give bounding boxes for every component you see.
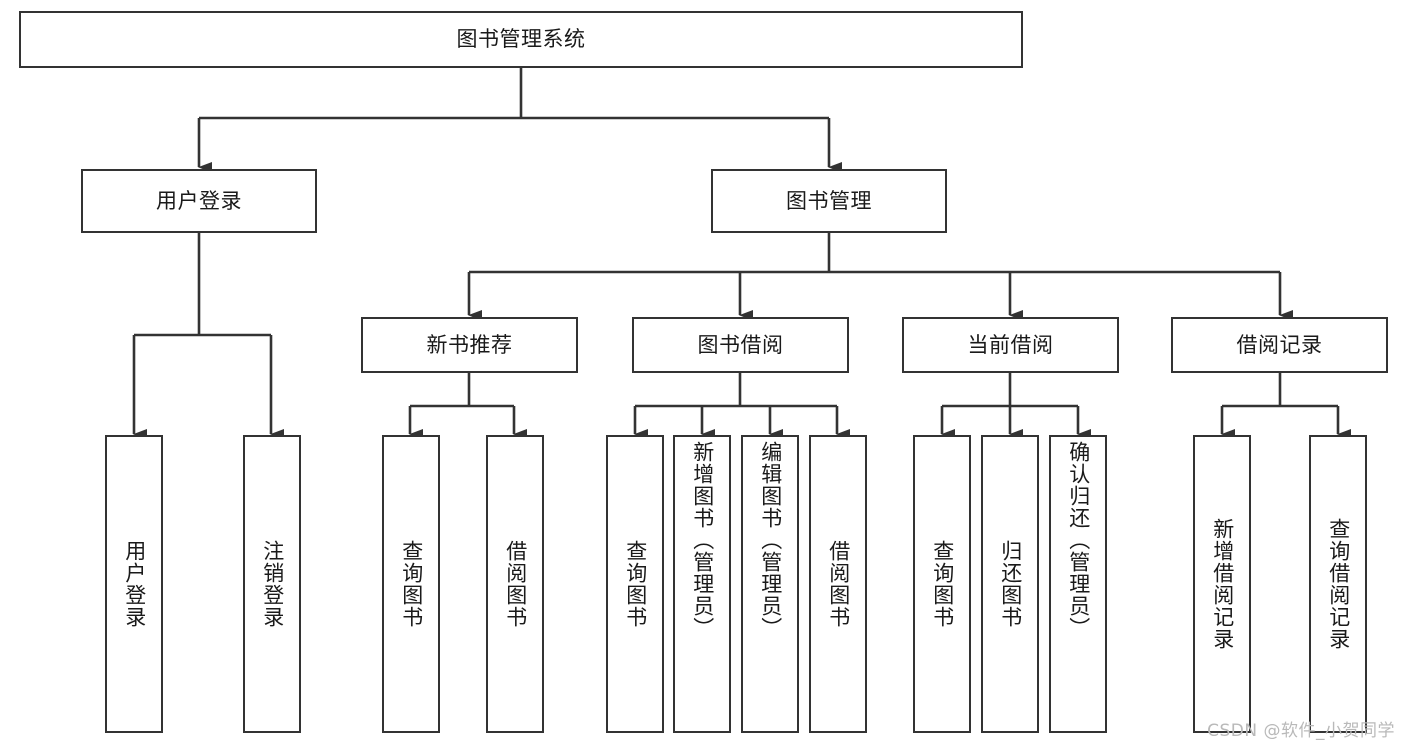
leaf-current-borrow-confirm[interactable]: 确认归还（管理员） [1049, 435, 1107, 733]
node-book-borrow[interactable]: 图书借阅 [632, 317, 849, 373]
leaf-borrow-record-query[interactable]: 查询借阅记录 [1309, 435, 1367, 733]
node-label: 归还图书 [998, 540, 1023, 628]
node-label: 借阅记录 [1236, 332, 1323, 357]
leaf-book-borrow-add[interactable]: 新增图书（管理员） [673, 435, 731, 733]
node-label: 当前借阅 [967, 332, 1054, 357]
node-label: 新书推荐 [426, 332, 513, 357]
node-user-login[interactable]: 用户登录 [81, 169, 317, 233]
leaf-new-book-borrow[interactable]: 借阅图书 [486, 435, 544, 733]
node-label: 注销登录 [260, 540, 285, 628]
node-label: 查询图书 [399, 540, 424, 628]
node-label: 查询图书 [623, 540, 648, 628]
leaf-book-borrow-edit[interactable]: 编辑图书（管理员） [741, 435, 799, 733]
node-label: 查询图书 [930, 540, 955, 628]
leaf-current-borrow-query[interactable]: 查询图书 [913, 435, 971, 733]
node-label: 用户登录 [122, 540, 147, 628]
leaf-new-book-query[interactable]: 查询图书 [382, 435, 440, 733]
leaf-user-login-logout[interactable]: 注销登录 [243, 435, 301, 733]
leaf-book-borrow-query[interactable]: 查询图书 [606, 435, 664, 733]
node-label: 借阅图书 [826, 540, 851, 628]
node-label: 用户登录 [156, 188, 242, 213]
node-label: 新增图书（管理员） [690, 441, 715, 639]
node-label: 图书借阅 [697, 332, 784, 357]
node-new-book-recommend[interactable]: 新书推荐 [361, 317, 578, 373]
node-label: 图书管理系统 [456, 27, 586, 52]
node-book-management[interactable]: 图书管理 [711, 169, 947, 233]
node-borrow-record[interactable]: 借阅记录 [1171, 317, 1388, 373]
leaf-book-borrow-borrow[interactable]: 借阅图书 [809, 435, 867, 733]
node-label: 新增借阅记录 [1210, 518, 1235, 650]
leaf-user-login-login[interactable]: 用户登录 [105, 435, 163, 733]
node-label: 查询借阅记录 [1326, 518, 1351, 650]
node-label: 借阅图书 [503, 540, 528, 628]
node-label: 图书管理 [786, 188, 872, 213]
leaf-borrow-record-add[interactable]: 新增借阅记录 [1193, 435, 1251, 733]
node-label: 确认归还（管理员） [1066, 441, 1091, 639]
leaf-current-borrow-return[interactable]: 归还图书 [981, 435, 1039, 733]
node-current-borrow[interactable]: 当前借阅 [902, 317, 1119, 373]
node-root-system[interactable]: 图书管理系统 [19, 11, 1023, 68]
node-label: 编辑图书（管理员） [758, 441, 783, 639]
